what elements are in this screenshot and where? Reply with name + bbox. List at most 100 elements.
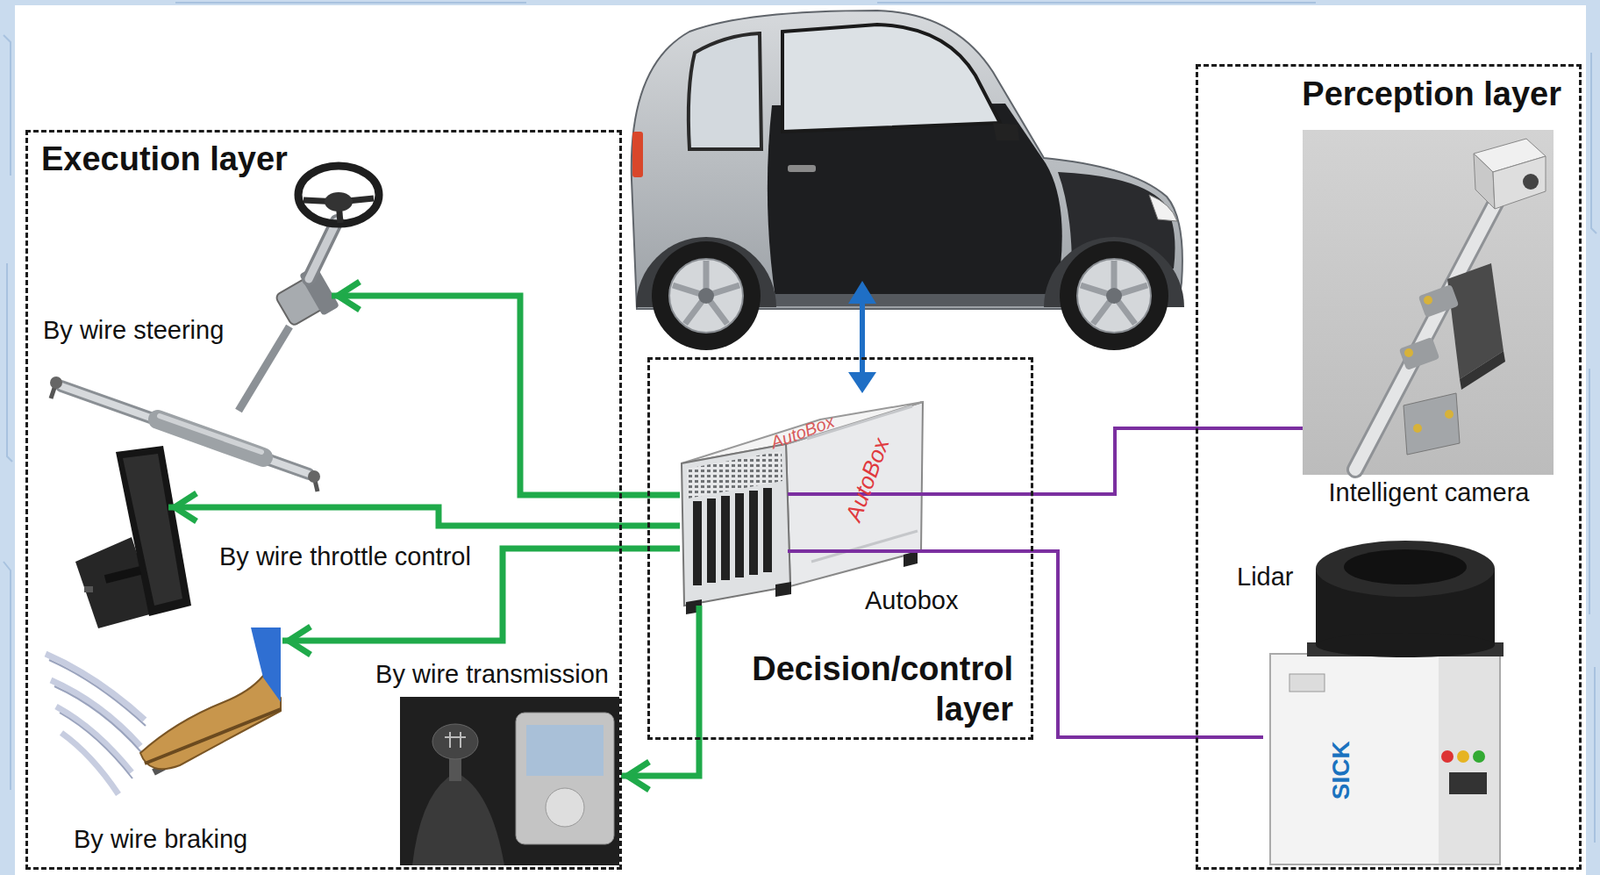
camera-illustration-part [1522,173,1539,190]
autobox-illustration-part [763,487,772,572]
steering-illustration-part [307,470,321,483]
actuator-item: By wire steering [42,163,332,475]
actuator-item: By wire transmission [400,696,622,865]
lidar-illustration-part [1472,750,1486,763]
throttle-pedal-part [115,445,192,616]
car-illustration-part [787,164,816,172]
braking-illustration-part [49,659,146,779]
car-link-arrow [848,280,877,393]
lidar-illustration-part [1457,750,1470,763]
camera-illustration-part [1423,295,1433,305]
camera-illustration-part [1399,336,1440,371]
autobox-illustration-part [692,500,702,586]
lidar-illustration-part [1315,632,1495,658]
throttle-pedal-part [122,453,183,606]
autobox-illustration-part [735,492,744,578]
layer-box: AutoboxDecision/control layer [647,357,1034,740]
layer-title: Decision/control layer [741,648,1014,729]
lidar-illustration-part [1270,653,1500,865]
car-illustration-part [669,258,743,333]
controller-unit: Autobox [679,438,788,606]
car-illustration-part [698,287,715,304]
autobox-illustration [681,401,923,615]
camera-illustration-part [1473,153,1495,209]
car-illustration-part [1106,287,1122,304]
camera-illustration-part [1418,284,1459,318]
steering-illustration-part [159,415,262,452]
lidar-illustration [1270,540,1504,865]
layer-box: By wire steering By wire throttle control… [25,129,622,870]
car-illustration-part [632,131,643,178]
sensor-item: Intelligent camera [1302,129,1554,475]
control-arrow [621,605,700,776]
throttle-pedal-part [105,570,141,579]
transmission-photo-part [526,724,604,776]
lidar-illustration-part [1449,771,1487,794]
transmission-photo [400,696,620,865]
steering-illustration-part [238,326,290,411]
camera-illustration-part [1413,423,1422,433]
item-label: Intelligent camera [1328,477,1530,508]
steering-illustration-part [324,192,353,212]
car-illustration-part [1077,258,1151,333]
brand-mark: SICK [1325,741,1356,800]
item-label: By wire throttle control [219,541,472,572]
item-label: Autobox [864,585,958,616]
autobox-illustration-part [721,495,730,580]
car-illustration-part [754,293,1071,307]
camera-illustration [1302,129,1554,475]
camera-illustration-part [1492,156,1546,209]
control-arrow [331,295,680,495]
transmission-photo-part [400,696,620,865]
actuator-item: By wire throttle control [71,443,169,618]
steering-illustration-part [50,382,318,492]
car-illustration-part [1149,194,1178,222]
autobox-illustration-part [775,581,792,597]
braking-illustration-part [140,675,281,769]
autobox-illustration-part [707,498,716,583]
layer-title: Execution layer [41,139,288,180]
lidar-illustration-part [1438,654,1500,864]
lidar-illustration-part [1315,540,1495,597]
item-label: By wire transmission [375,658,609,690]
car-illustration-part [992,122,1020,141]
braking-illustration-part [45,653,145,794]
steering-illustration-part [50,376,63,389]
item-label: By wire steering [42,314,224,346]
throttle-pedal-part [84,585,93,593]
car-illustration-part [1080,260,1148,324]
autobox-illustration-part [749,490,758,575]
layer-box: Intelligent cameraLidarPerception layer [1195,64,1582,870]
steering-illustration-part [61,385,309,474]
car-illustration-part [1059,241,1169,350]
steering-illustration-part [308,221,337,279]
camera-illustration-part [1459,350,1506,390]
transmission-photo-part [545,787,585,827]
car-link-arrow-part [848,280,877,304]
camera-illustration-part [1444,409,1454,419]
car-illustration [631,10,1185,350]
camera-illustration-part [1403,392,1460,455]
car-illustration-part [688,33,762,150]
car-illustration-part [651,241,761,350]
braking-illustration-part [250,627,281,702]
sensor-item: Lidar [1263,536,1502,869]
control-arrow [168,507,680,526]
transmission-photo-part [432,723,479,759]
camera-illustration-part [1404,348,1414,358]
steering-illustration-part [157,419,264,458]
lidar-illustration-part [1441,750,1454,763]
car-illustration-part [767,103,1063,299]
car-link-arrow-part [859,300,865,376]
braking-illustration-part [144,708,281,764]
car-link-arrow-part [848,371,877,393]
transmission-photo-part [412,771,505,865]
lidar-illustration-part [1289,673,1325,692]
lidar-illustration-part [1343,549,1467,585]
actuator-item: By wire braking [45,627,283,807]
transmission-photo-part [515,712,615,844]
autobox-illustration-part [903,550,918,567]
